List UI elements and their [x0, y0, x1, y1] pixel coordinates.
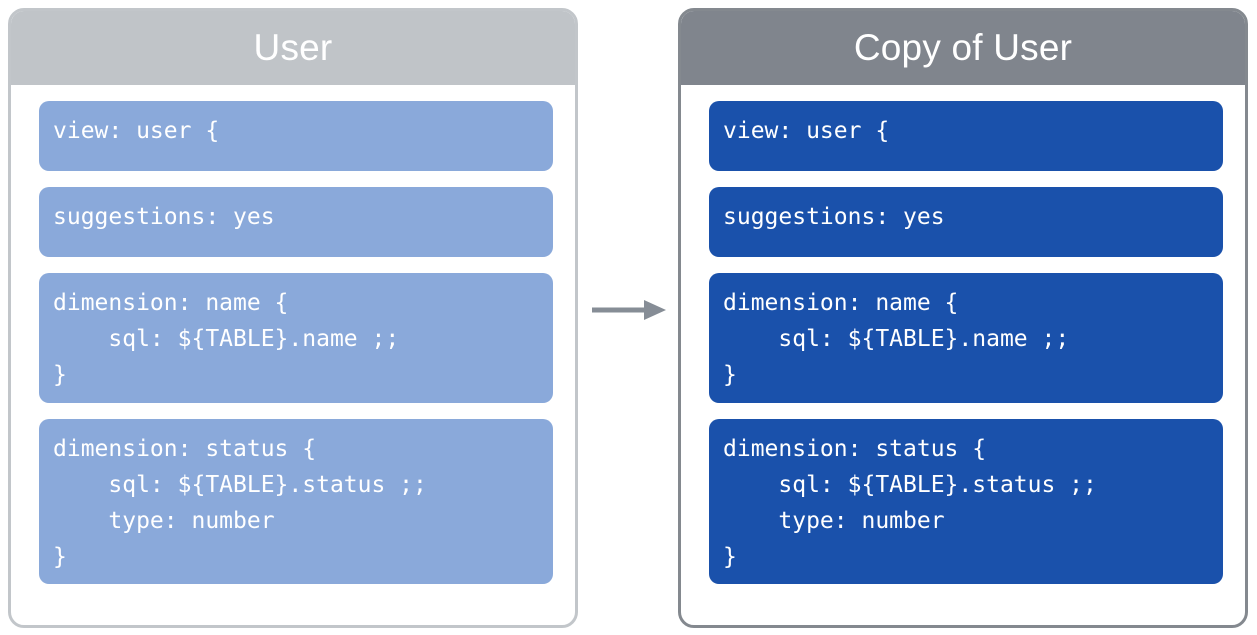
target-panel-body: view: user { suggestions: yes dimension:… [681, 85, 1245, 625]
target-block-suggestions-parameter: suggestions: yes [709, 187, 1223, 257]
target-block-dimension-status: dimension: status { sql: ${TABLE}.status… [709, 419, 1223, 584]
target-block-dimension-name: dimension: name { sql: ${TABLE}.name ;; … [709, 273, 1223, 403]
source-block-view-declaration: view: user { [39, 101, 553, 171]
source-block-suggestions-parameter: suggestions: yes [39, 187, 553, 257]
source-block-dimension-status: dimension: status { sql: ${TABLE}.status… [39, 419, 553, 584]
source-block-dimension-name: dimension: name { sql: ${TABLE}.name ;; … [39, 273, 553, 403]
source-panel: User view: user { suggestions: yes dimen… [8, 8, 578, 628]
arrow-right-icon [592, 297, 668, 323]
source-panel-title: User [11, 11, 575, 85]
target-panel-title: Copy of User [681, 11, 1245, 85]
source-panel-body: view: user { suggestions: yes dimension:… [11, 85, 575, 625]
target-panel: Copy of User view: user { suggestions: y… [678, 8, 1248, 628]
target-block-view-declaration: view: user { [709, 101, 1223, 171]
